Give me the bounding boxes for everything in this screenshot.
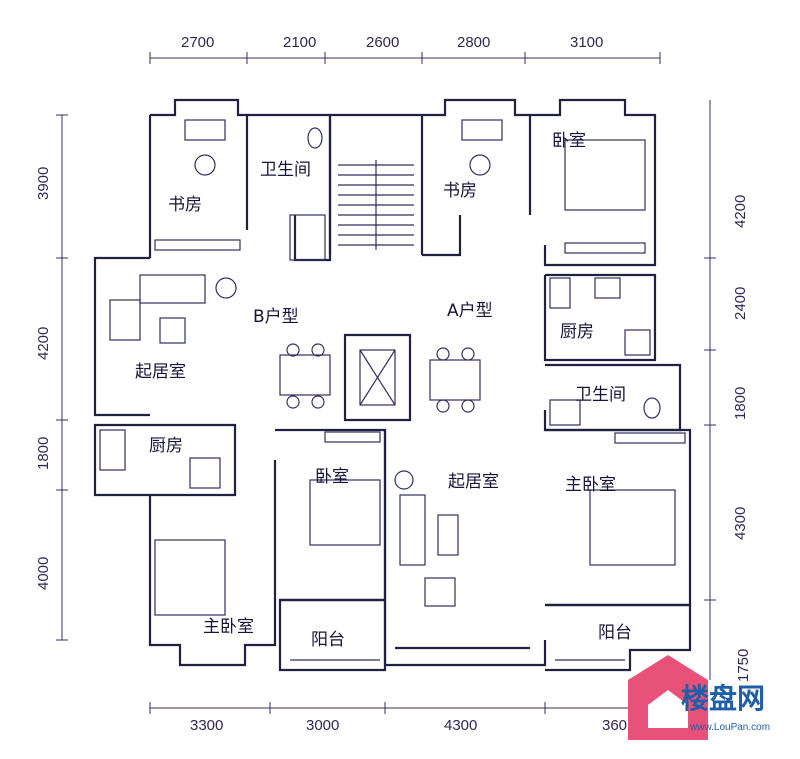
dim-top-2: 2100: [283, 34, 316, 51]
watermark-logo: 楼盘网 www.LouPan.com: [628, 655, 770, 740]
dim-bottom-2: 3000: [306, 717, 339, 734]
room-label-b-study: 书房: [168, 195, 202, 215]
room-label-b-living: 起居室: [135, 362, 186, 382]
dimension-labels: 2700 2100 2600 2800 3100 3300 3000 4300 …: [35, 34, 752, 734]
watermark-brand: 楼盘网: [681, 682, 765, 715]
dim-top-3: 2600: [366, 34, 399, 51]
dim-bottom-1: 3300: [190, 717, 223, 734]
dim-right-2: 2400: [732, 287, 749, 320]
room-label-a-living: 起居室: [448, 472, 499, 492]
room-label-b-bath: 卫生间: [260, 160, 311, 180]
dim-top-5: 3100: [570, 34, 603, 51]
dim-bottom-4: 360: [602, 717, 627, 734]
room-label-a-bath: 卫生间: [575, 385, 626, 405]
room-label-a-balcony: 阳台: [598, 623, 632, 643]
watermark-url: www.LouPan.com: [689, 722, 770, 733]
room-label-a-master: 主卧室: [565, 475, 616, 495]
room-label-b-bedroom: 卧室: [315, 467, 349, 487]
dim-right-5: 1750: [735, 649, 752, 682]
room-label-a-bedroom: 卧室: [552, 131, 586, 151]
room-label-b-kitchen: 厨房: [149, 436, 183, 456]
dim-top-1: 2700: [181, 34, 214, 51]
room-labels: 书房 卫生间 书房 卧室 B户型 A户型 厨房 卫生间 起居室 厨房 卧室 起居…: [135, 131, 632, 650]
room-label-b-balcony: 阳台: [311, 630, 345, 650]
room-label-a-kitchen: 厨房: [560, 322, 594, 342]
dim-right-4: 4300: [732, 507, 749, 540]
dim-right-1: 4200: [732, 195, 749, 228]
dim-left-2: 4200: [35, 327, 52, 360]
room-label-a-type: A户型: [447, 301, 493, 321]
dim-right-3: 1800: [732, 387, 749, 420]
dim-top-4: 2800: [457, 34, 490, 51]
walls: [93, 98, 692, 672]
furniture: [99, 119, 686, 661]
dim-left-1: 3900: [35, 167, 52, 200]
room-label-a-study: 书房: [443, 181, 477, 201]
room-label-b-type: B户型: [253, 307, 299, 327]
dim-bottom-3: 4300: [444, 717, 477, 734]
dimension-lines: [56, 52, 716, 714]
dim-left-3: 1800: [35, 437, 52, 470]
dim-left-4: 4000: [35, 557, 52, 590]
room-label-b-master: 主卧室: [203, 617, 254, 637]
